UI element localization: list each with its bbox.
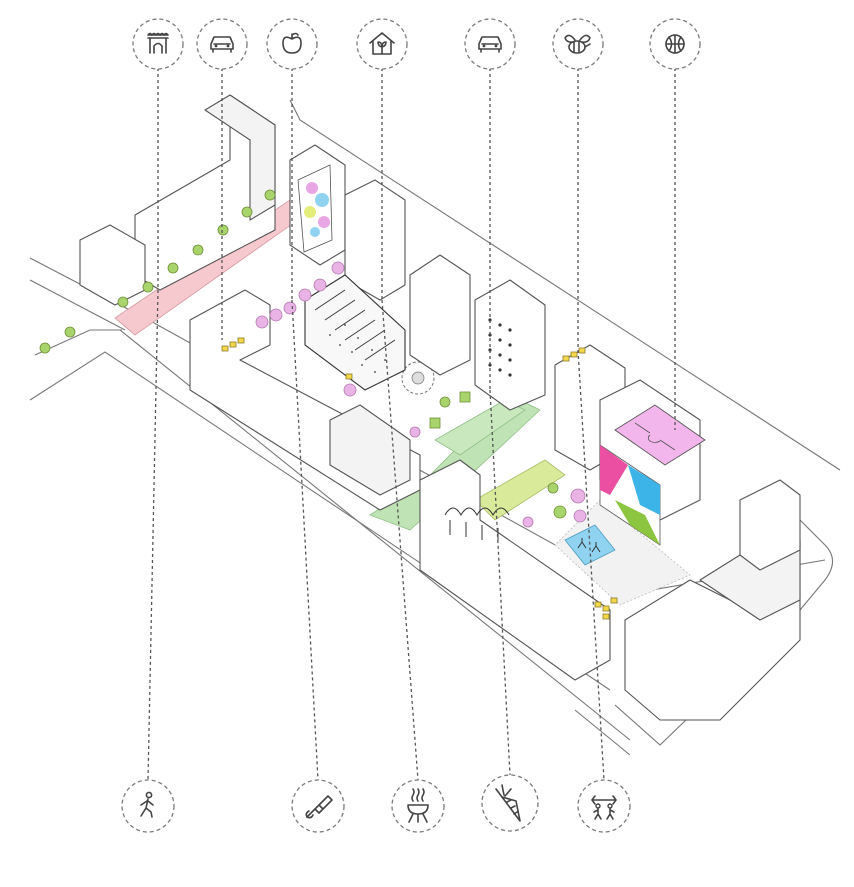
green-lawn-patch	[434, 399, 526, 456]
paintbrush-icon	[291, 779, 345, 833]
mural-dot	[318, 216, 330, 228]
benches	[221, 337, 618, 620]
street-trees-green	[39, 189, 276, 354]
car-icon	[196, 18, 248, 70]
greenhouse-icon	[356, 18, 408, 70]
courtyard-trees-green	[429, 391, 567, 519]
basketball-icon	[649, 18, 701, 70]
mural-green-panel	[615, 500, 660, 545]
carrot-icon	[481, 774, 539, 832]
arcade-greenhouse-right	[444, 507, 510, 543]
fountain-center	[411, 371, 425, 385]
top-icon-row	[132, 18, 701, 70]
courtyard-trees-pink	[255, 261, 587, 528]
pedestrian-icon	[121, 779, 175, 833]
mural-wall-dots	[297, 164, 333, 253]
leader-lines	[147, 68, 676, 781]
mural-dot	[306, 182, 318, 194]
playground-icon	[577, 779, 631, 833]
rooftop-basketball-court	[614, 404, 706, 466]
pool-figures	[577, 538, 601, 553]
mural-blue-panel	[628, 465, 660, 515]
mural-dot	[304, 206, 316, 218]
apple-icon	[266, 18, 318, 70]
car-icon	[464, 18, 516, 70]
mural-dot	[310, 227, 320, 237]
bottom-icon-row	[121, 774, 631, 833]
bee-icon	[552, 18, 604, 70]
barbecue-grill-icon	[391, 779, 445, 833]
splash-pool	[564, 524, 616, 566]
mural-dot	[315, 193, 329, 207]
court-markings	[634, 422, 676, 451]
market-gate-icon	[132, 18, 184, 70]
greenhouse-pavilion	[304, 274, 406, 391]
buildings	[79, 94, 801, 721]
mural-pink-panel	[600, 445, 628, 495]
trees	[39, 189, 587, 528]
meadow-field	[474, 459, 566, 521]
